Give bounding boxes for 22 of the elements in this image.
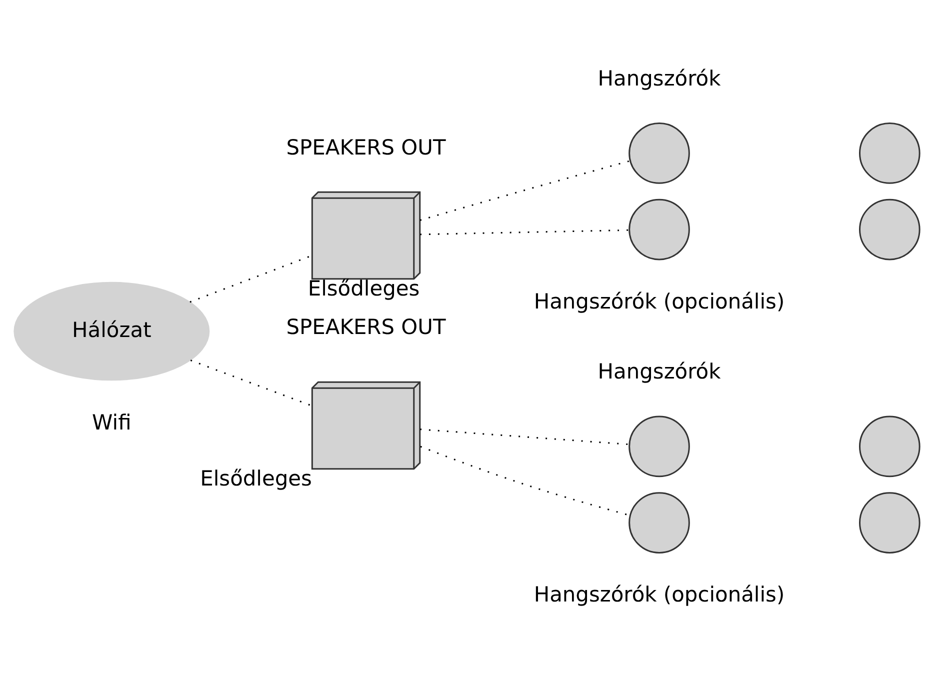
node-circle [859,198,920,260]
connector [190,359,312,406]
connector [420,160,630,220]
node-circle [859,415,920,477]
label: Hangszórók (opcionális) [534,288,785,313]
label: SPEAKERS OUT [286,314,446,338]
node-circle [628,122,690,184]
node-label: Elsődleges [200,466,312,490]
label: Hangszórók (opcionális) [534,582,785,606]
node-label: Elsődleges [308,276,420,300]
label: Hangszórók [598,66,721,90]
label: Hangszórók [598,359,721,384]
node-circle [859,122,920,184]
label: Wifi [92,410,132,434]
label: SPEAKERS OUT [286,134,446,159]
connector [420,228,629,235]
node-circle [628,198,690,260]
node-circle [628,415,690,477]
connector [420,428,630,445]
node-circle [859,492,920,553]
node-ellipse: Hálózat [14,281,210,380]
node-circle [628,492,690,553]
